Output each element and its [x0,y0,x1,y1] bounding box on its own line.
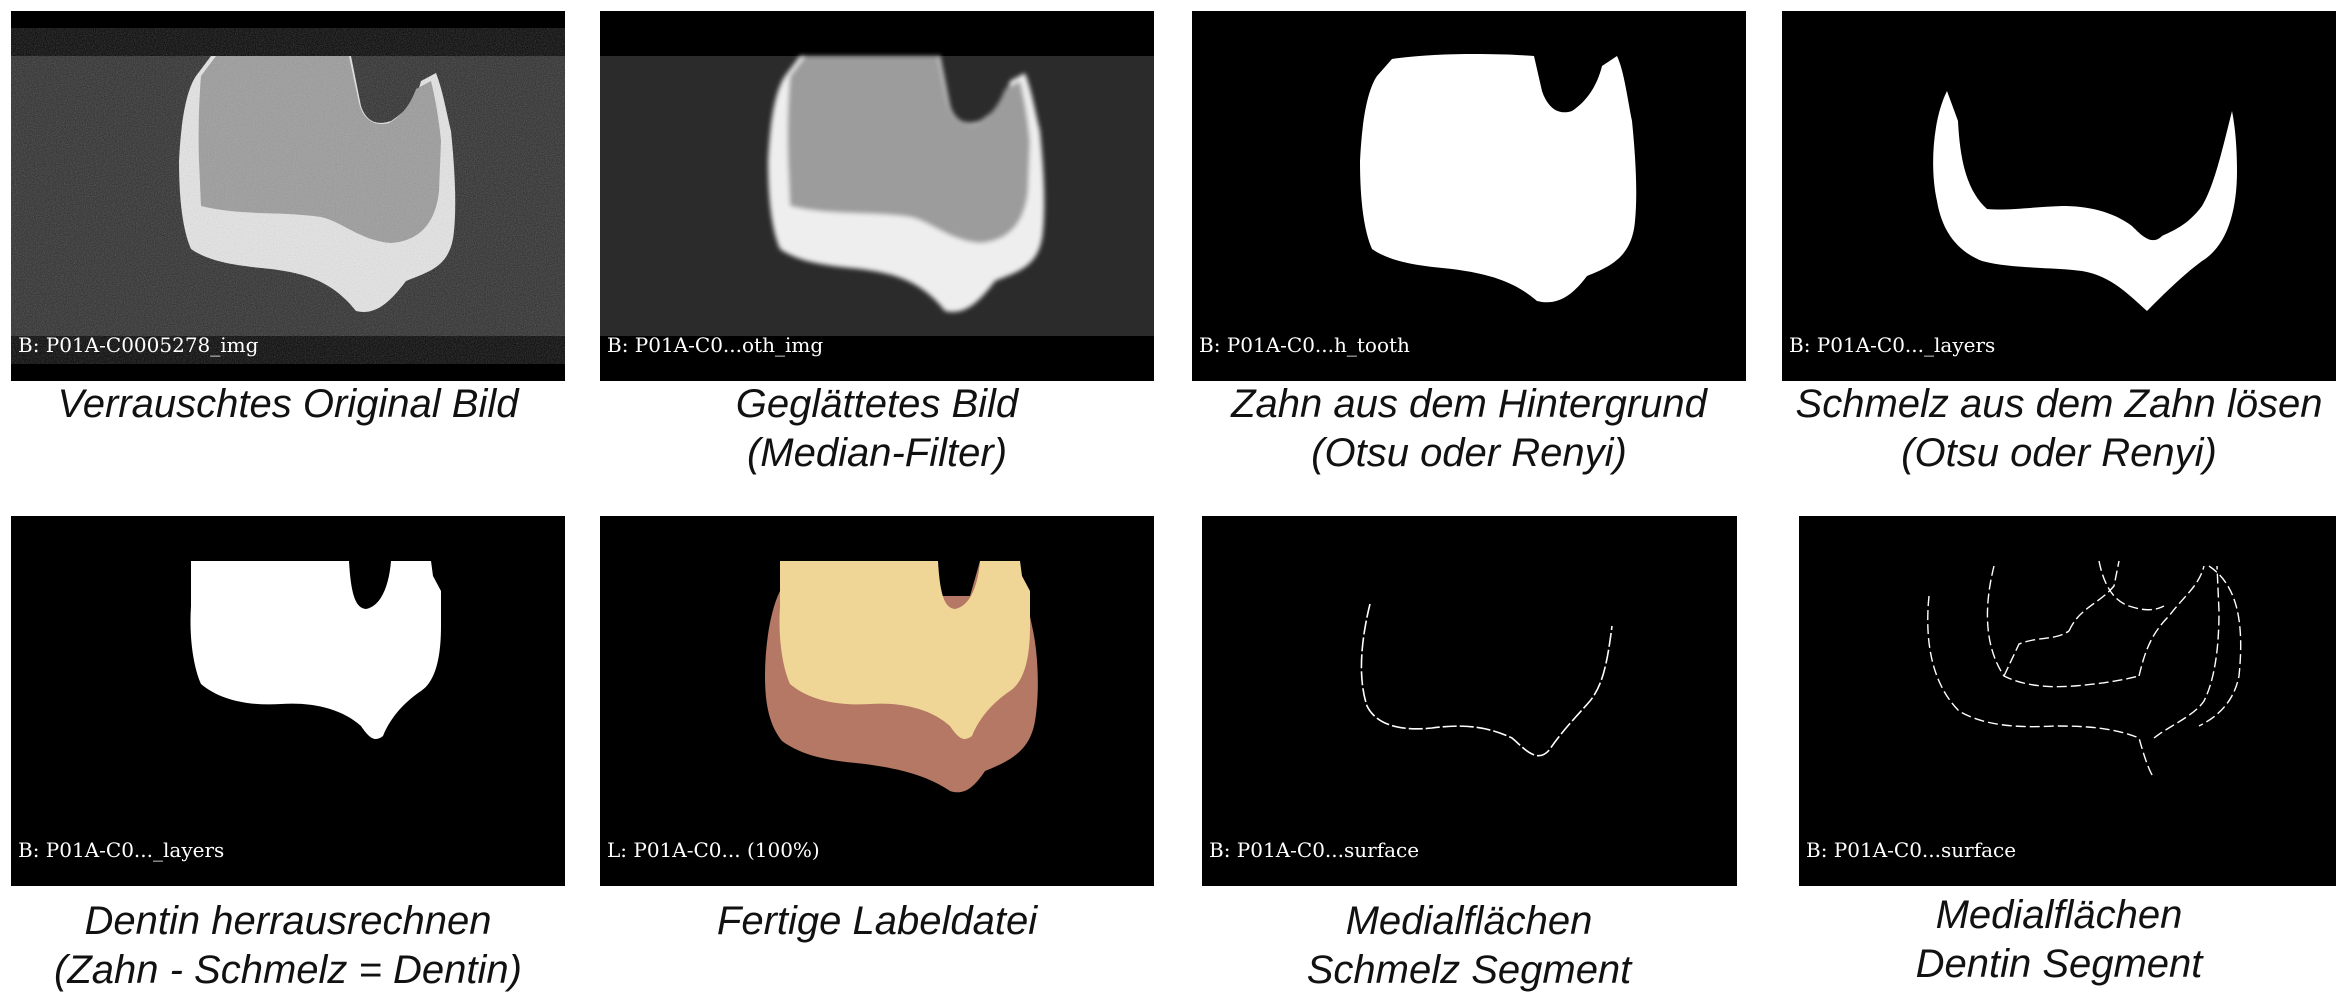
image-source-label: L: P01A-C0... (100%) [607,838,820,862]
image-source-label: B: P01A-C0...surface [1209,838,1420,862]
caption-line: Dentin Segment [1915,942,2203,986]
caption-line: (Otsu oder Renyi) [1311,431,1627,475]
caption-line: Fertige Labeldatei [716,899,1038,943]
caption-dentin-mask: Dentin herrausrechnen (Zahn - Schmelz = … [11,897,565,995]
panel-enamel-mask: B: P01A-C0..._layers [1782,11,2336,381]
caption-tooth-mask: Zahn aus dem Hintergrund (Otsu oder Reny… [1192,380,1746,478]
caption-line: (Otsu oder Renyi) [1901,431,2217,475]
caption-line: Medialflächen [1935,893,2183,937]
caption-smoothed-image: Geglättetes Bild (Median-Filter) [600,380,1154,478]
caption-dentin-medial-surface: Medialflächen Dentin Segment [1782,891,2336,989]
enamel-mask-image [1933,91,2237,311]
panel-dentin-mask: B: P01A-C0..._layers [11,516,565,886]
enamel-medial-surface-image [1360,603,1613,757]
tooth-mask-image [1360,54,1637,303]
caption-label-file: Fertige Labeldatei [600,897,1154,946]
caption-line: Zahn aus dem Hintergrund [1231,382,1707,426]
smoothed-tooth-image [600,56,1154,336]
caption-line: Schmelz aus dem Zahn lösen [1795,382,2323,426]
dentin-region [779,561,1030,739]
panel-original-image: B: P01A-C0005278_img [11,11,565,381]
dentin-medial-surface-image [1927,560,2242,779]
caption-line: Dentin herrausrechnen [84,899,492,943]
caption-enamel-medial-surface: Medialflächen Schmelz Segment [1192,897,1746,995]
caption-line: (Median-Filter) [746,431,1008,475]
caption-original-image: Verrauschtes Original Bild [11,380,565,429]
panel-tooth-mask: B: P01A-C0...h_tooth [1192,11,1746,381]
caption-line: Verrauschtes Original Bild [57,382,519,426]
panel-smoothed-image: B: P01A-C0...oth_img [600,11,1154,381]
image-source-label: B: P01A-C0...oth_img [607,333,824,357]
caption-line: (Zahn - Schmelz = Dentin) [54,948,522,992]
caption-line: Schmelz Segment [1306,948,1632,992]
panel-enamel-medial-surface: B: P01A-C0...surface [1202,516,1737,886]
noisy-tooth-image [11,56,565,336]
dentin-mask-image [190,561,441,739]
image-source-label: B: P01A-C0..._layers [1789,333,1996,357]
image-source-label: B: P01A-C0..._layers [18,838,225,862]
caption-enamel-mask: Schmelz aus dem Zahn lösen (Otsu oder Re… [1770,380,2348,478]
caption-line: Medialflächen [1345,899,1593,943]
panel-label-file: L: P01A-C0... (100%) [600,516,1154,886]
image-source-label: B: P01A-C0005278_img [18,333,259,357]
panel-dentin-medial-surface: B: P01A-C0...surface [1799,516,2336,886]
image-source-label: B: P01A-C0...surface [1806,838,2017,862]
label-file-image [765,561,1038,793]
image-source-label: B: P01A-C0...h_tooth [1199,333,1410,357]
caption-line: Geglättetes Bild [735,382,1019,426]
